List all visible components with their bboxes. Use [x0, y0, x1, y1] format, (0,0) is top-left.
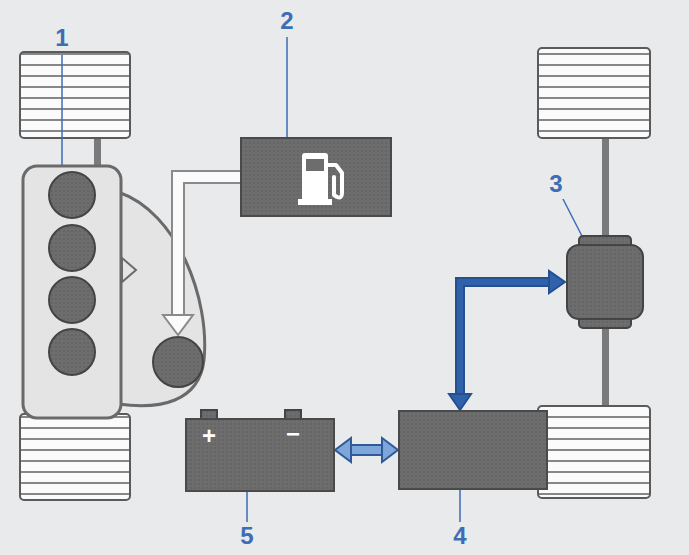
fuel-arrow — [163, 177, 240, 335]
cylinder — [49, 329, 95, 375]
battery: 5 — [185, 410, 335, 492]
wheel — [538, 406, 650, 498]
fuel-pump-window — [306, 159, 324, 171]
electric-motor: 3 — [565, 236, 645, 328]
wheel — [538, 48, 650, 138]
callout-number: 3 — [549, 172, 562, 196]
housing-notch — [122, 258, 136, 282]
battery-body — [186, 419, 334, 491]
arrow-head — [382, 438, 398, 462]
battery-shape — [185, 410, 335, 492]
engine-block — [23, 166, 121, 418]
callout-number: 5 — [240, 524, 253, 548]
cylinder — [49, 225, 95, 271]
wheel — [20, 414, 130, 500]
cylinder — [49, 277, 95, 323]
electric-motor-shape — [565, 236, 645, 328]
fuel-pump-icon — [302, 153, 328, 201]
engine-shape — [22, 165, 207, 420]
fuel-tank-box — [241, 138, 391, 216]
leader-line — [286, 37, 288, 138]
arrow-shaft — [349, 446, 385, 454]
power-electronics-box — [399, 411, 547, 489]
leader-line — [61, 55, 63, 170]
wheel — [20, 52, 130, 138]
callout-number: 2 — [280, 9, 293, 33]
engine: 1 — [22, 165, 207, 420]
cylinder — [49, 172, 95, 218]
arrow-shaft — [460, 282, 551, 396]
fuel-pump-base — [298, 199, 332, 205]
callout-number: 1 — [55, 26, 68, 50]
terminal-sign: + — [202, 424, 216, 448]
fuel-tank: 2 — [240, 137, 392, 217]
arrow-head — [449, 394, 471, 410]
power-arrow — [449, 271, 565, 410]
arrow-shaft — [178, 177, 240, 318]
callout-number: 4 — [453, 524, 466, 548]
power-arrow — [335, 438, 398, 462]
arrow-head — [163, 315, 193, 335]
generator-circle — [153, 337, 203, 387]
terminal-sign: − — [286, 422, 300, 446]
arrow-head — [549, 271, 565, 293]
power-electronics-shape — [398, 410, 548, 490]
leader-line — [459, 490, 461, 522]
fuel-pump-hose — [328, 165, 342, 198]
power-electronics: 4 — [398, 410, 548, 490]
arrow-head — [335, 438, 351, 462]
arrow-outline — [460, 282, 551, 396]
arrow-outline — [349, 444, 385, 456]
arrow-outline — [178, 177, 240, 318]
leader-line — [246, 492, 248, 522]
transmission-housing — [118, 192, 205, 406]
electric-motor — [567, 245, 643, 319]
leader-line — [563, 199, 584, 240]
fuel-tank-shape — [240, 137, 392, 217]
